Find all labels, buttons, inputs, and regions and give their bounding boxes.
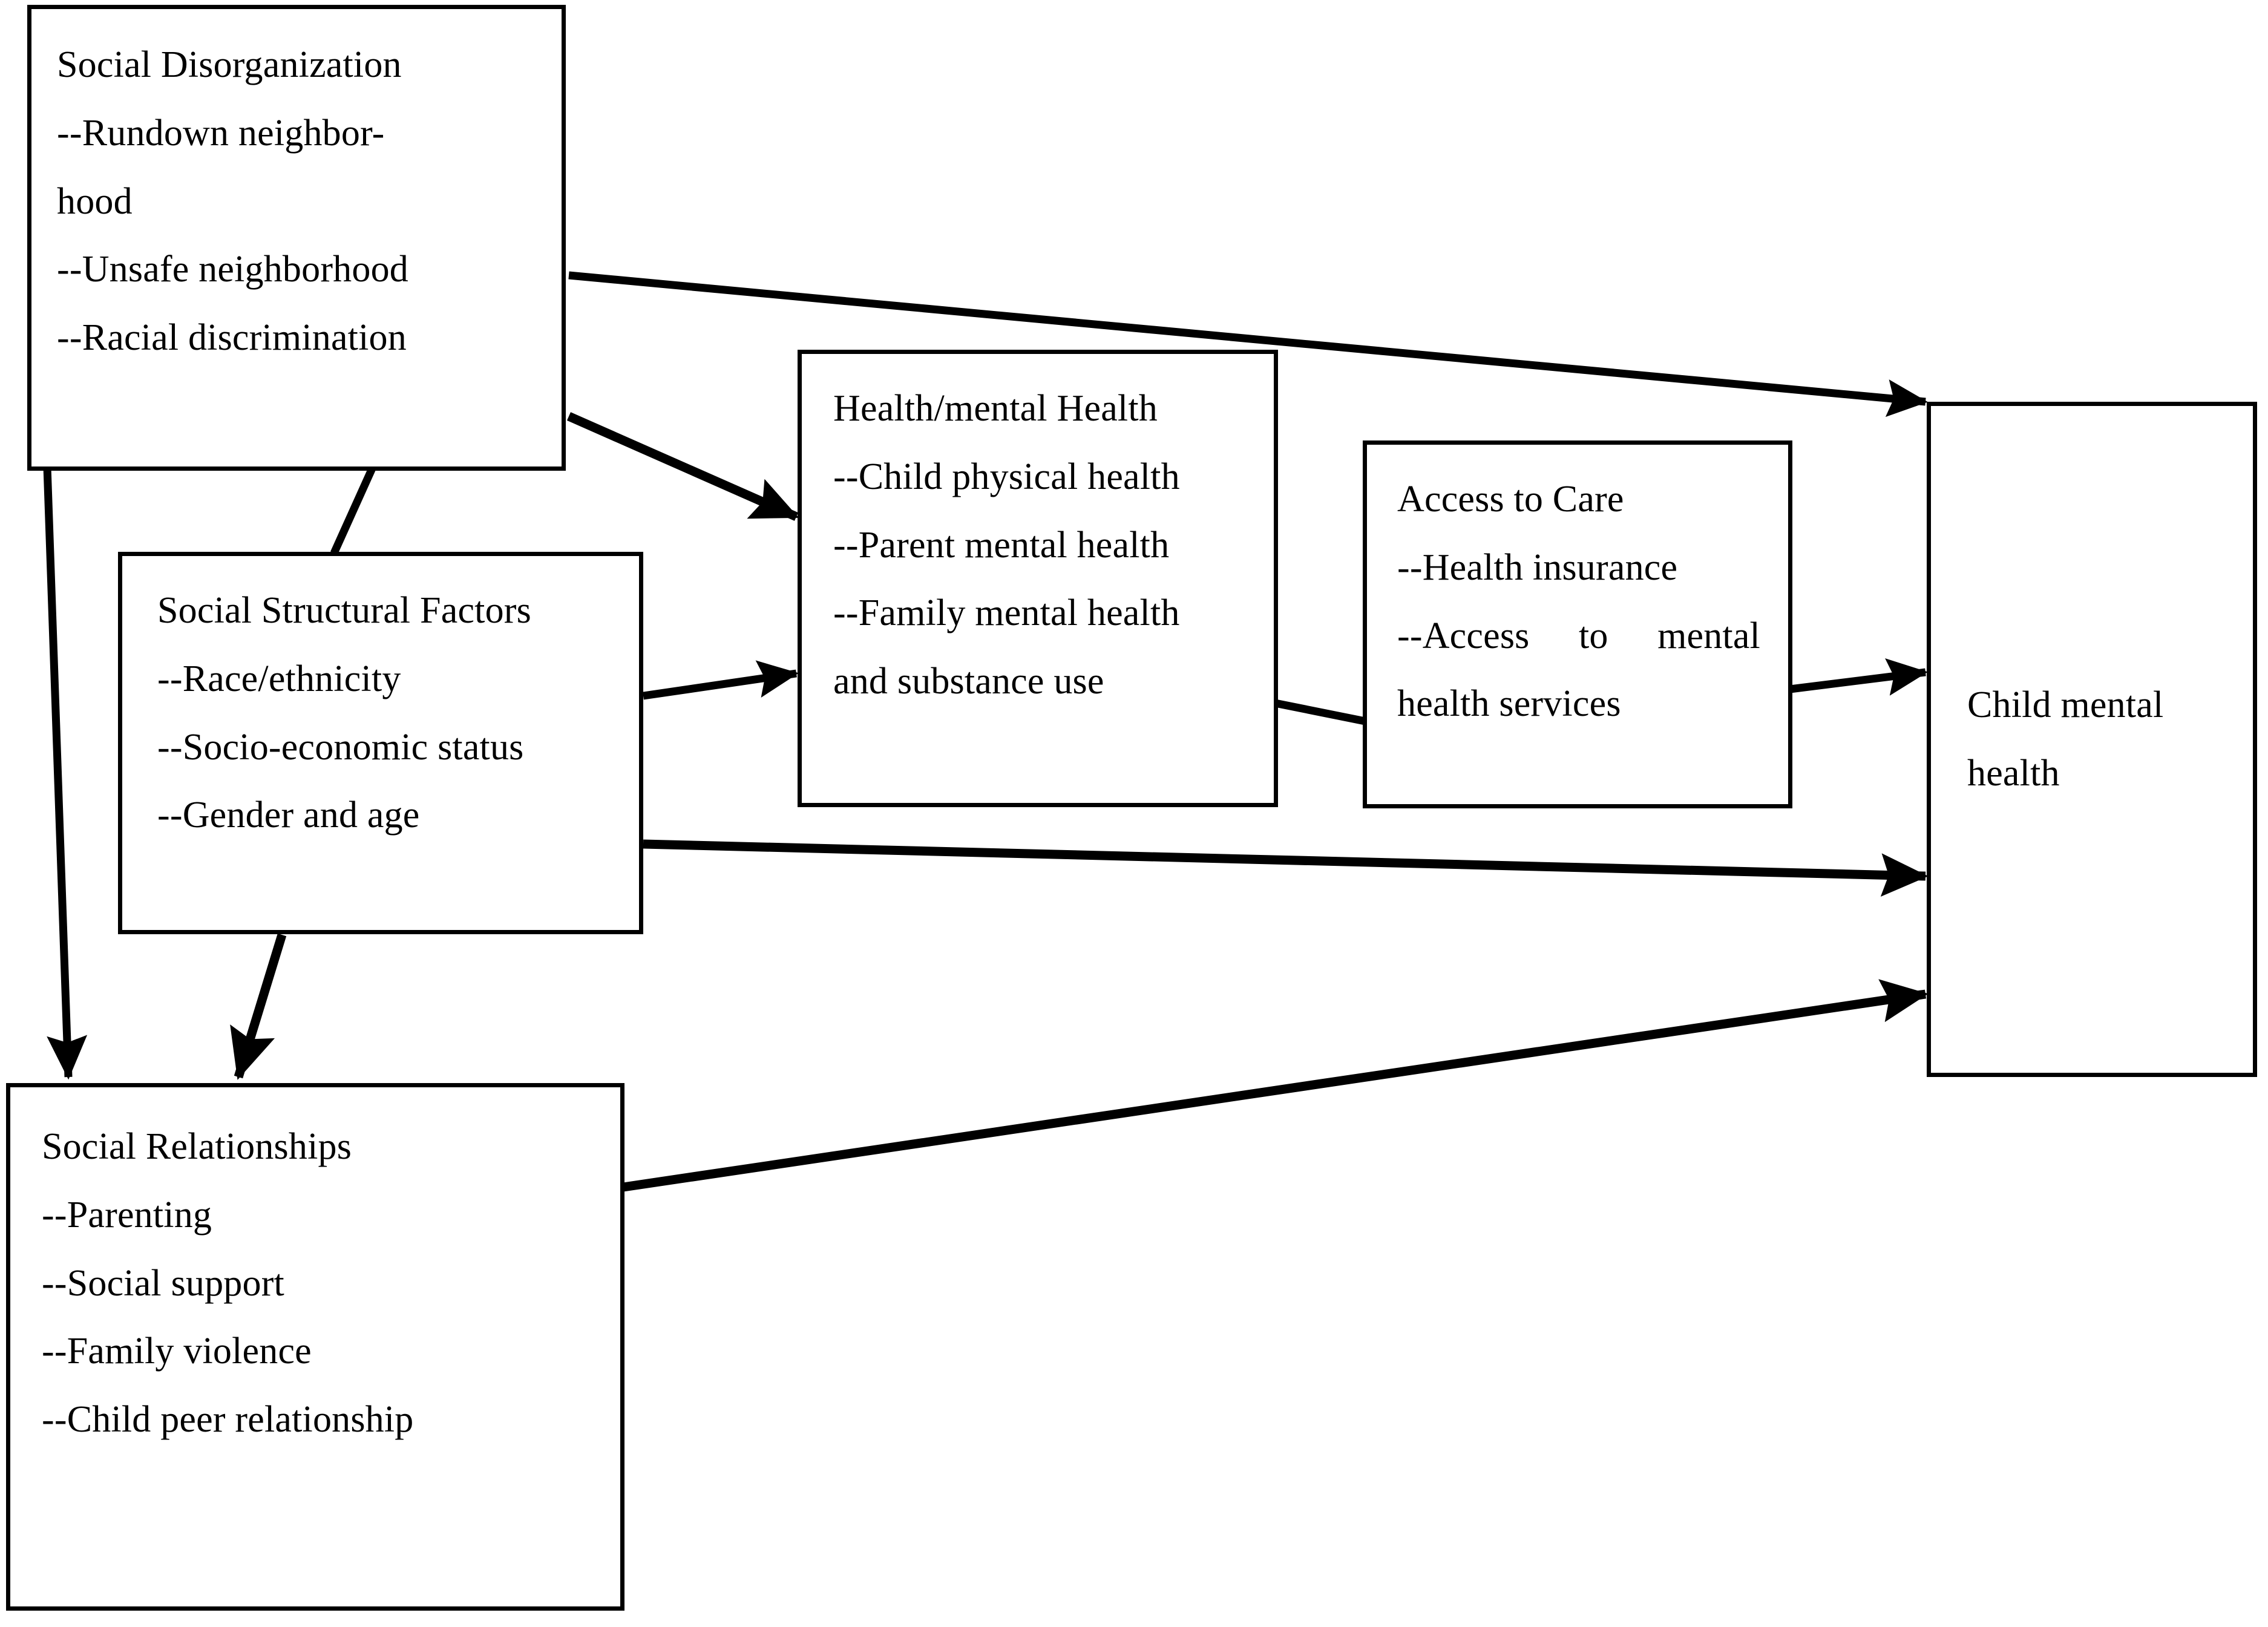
node-item: --Family mental health [833,592,1180,634]
edge-structural-to-health [643,660,799,700]
node-item: --Social support [42,1262,284,1304]
node-item: --Parent mental health [833,524,1170,566]
edge-disorg-to-structural [330,465,376,555]
node-item: --Racial discrimination [57,317,407,359]
node-heading: Social Relationships [42,1126,352,1167]
node-item: --Unsafe neighborhood [57,249,408,290]
node-item: --Child peer relationship [42,1399,414,1441]
edge-relationships-to-childmh [622,979,1929,1192]
edge-structural-to-childmh [643,839,1929,897]
node-item: --Child physical health [833,456,1180,497]
edge-health-to-access [1274,699,1366,725]
node-item-justified: --Access to mental [1397,602,1760,670]
edge-disorg-to-childmh [568,271,1929,417]
node-heading: Child mental [1967,684,2164,726]
node-item: health services [1397,683,1621,725]
edge-access-to-childmh [1789,658,1929,696]
node-social-relationships[interactable]: Social Relationships --Parenting --Socia… [6,1083,624,1611]
node-item: --Health insurance [1397,546,1678,588]
node-heading: Access to Care [1397,479,1624,520]
node-child-mental-health[interactable]: Child mental health [1927,402,2257,1077]
node-item: --Parenting [42,1194,212,1236]
node-heading: Health/mental Health [833,388,1158,429]
node-access-to-care[interactable]: Access to Care --Health insurance --Acce… [1363,440,1792,808]
node-heading: Social Structural Factors [157,590,531,631]
node-item: --Gender and age [157,794,420,836]
node-item-part: --Access [1397,615,1530,656]
node-item: --Rundown neighbor- [57,112,385,154]
edge-disorg-to-health [566,412,799,521]
node-health-mental-health[interactable]: Health/mental Health --Child physical he… [798,350,1278,807]
node-social-disorganization[interactable]: Social Disorganization --Rundown neighbo… [27,5,566,471]
node-heading: Social Disorganization [57,44,402,85]
node-item: --Family violence [42,1331,312,1372]
node-item: and substance use [833,661,1104,702]
node-item: health [1967,753,2060,794]
node-item: --Socio-economic status [157,726,524,768]
node-social-structural-factors[interactable]: Social Structural Factors --Race/ethnici… [118,552,643,934]
node-item: hood [57,180,133,222]
node-item-part: mental [1657,615,1760,656]
node-item-part: to [1578,615,1608,656]
edge-structural-to-relationships [230,933,287,1080]
edge-disorg-to-relationships [43,466,88,1080]
node-item: --Race/ethnicity [157,658,401,699]
